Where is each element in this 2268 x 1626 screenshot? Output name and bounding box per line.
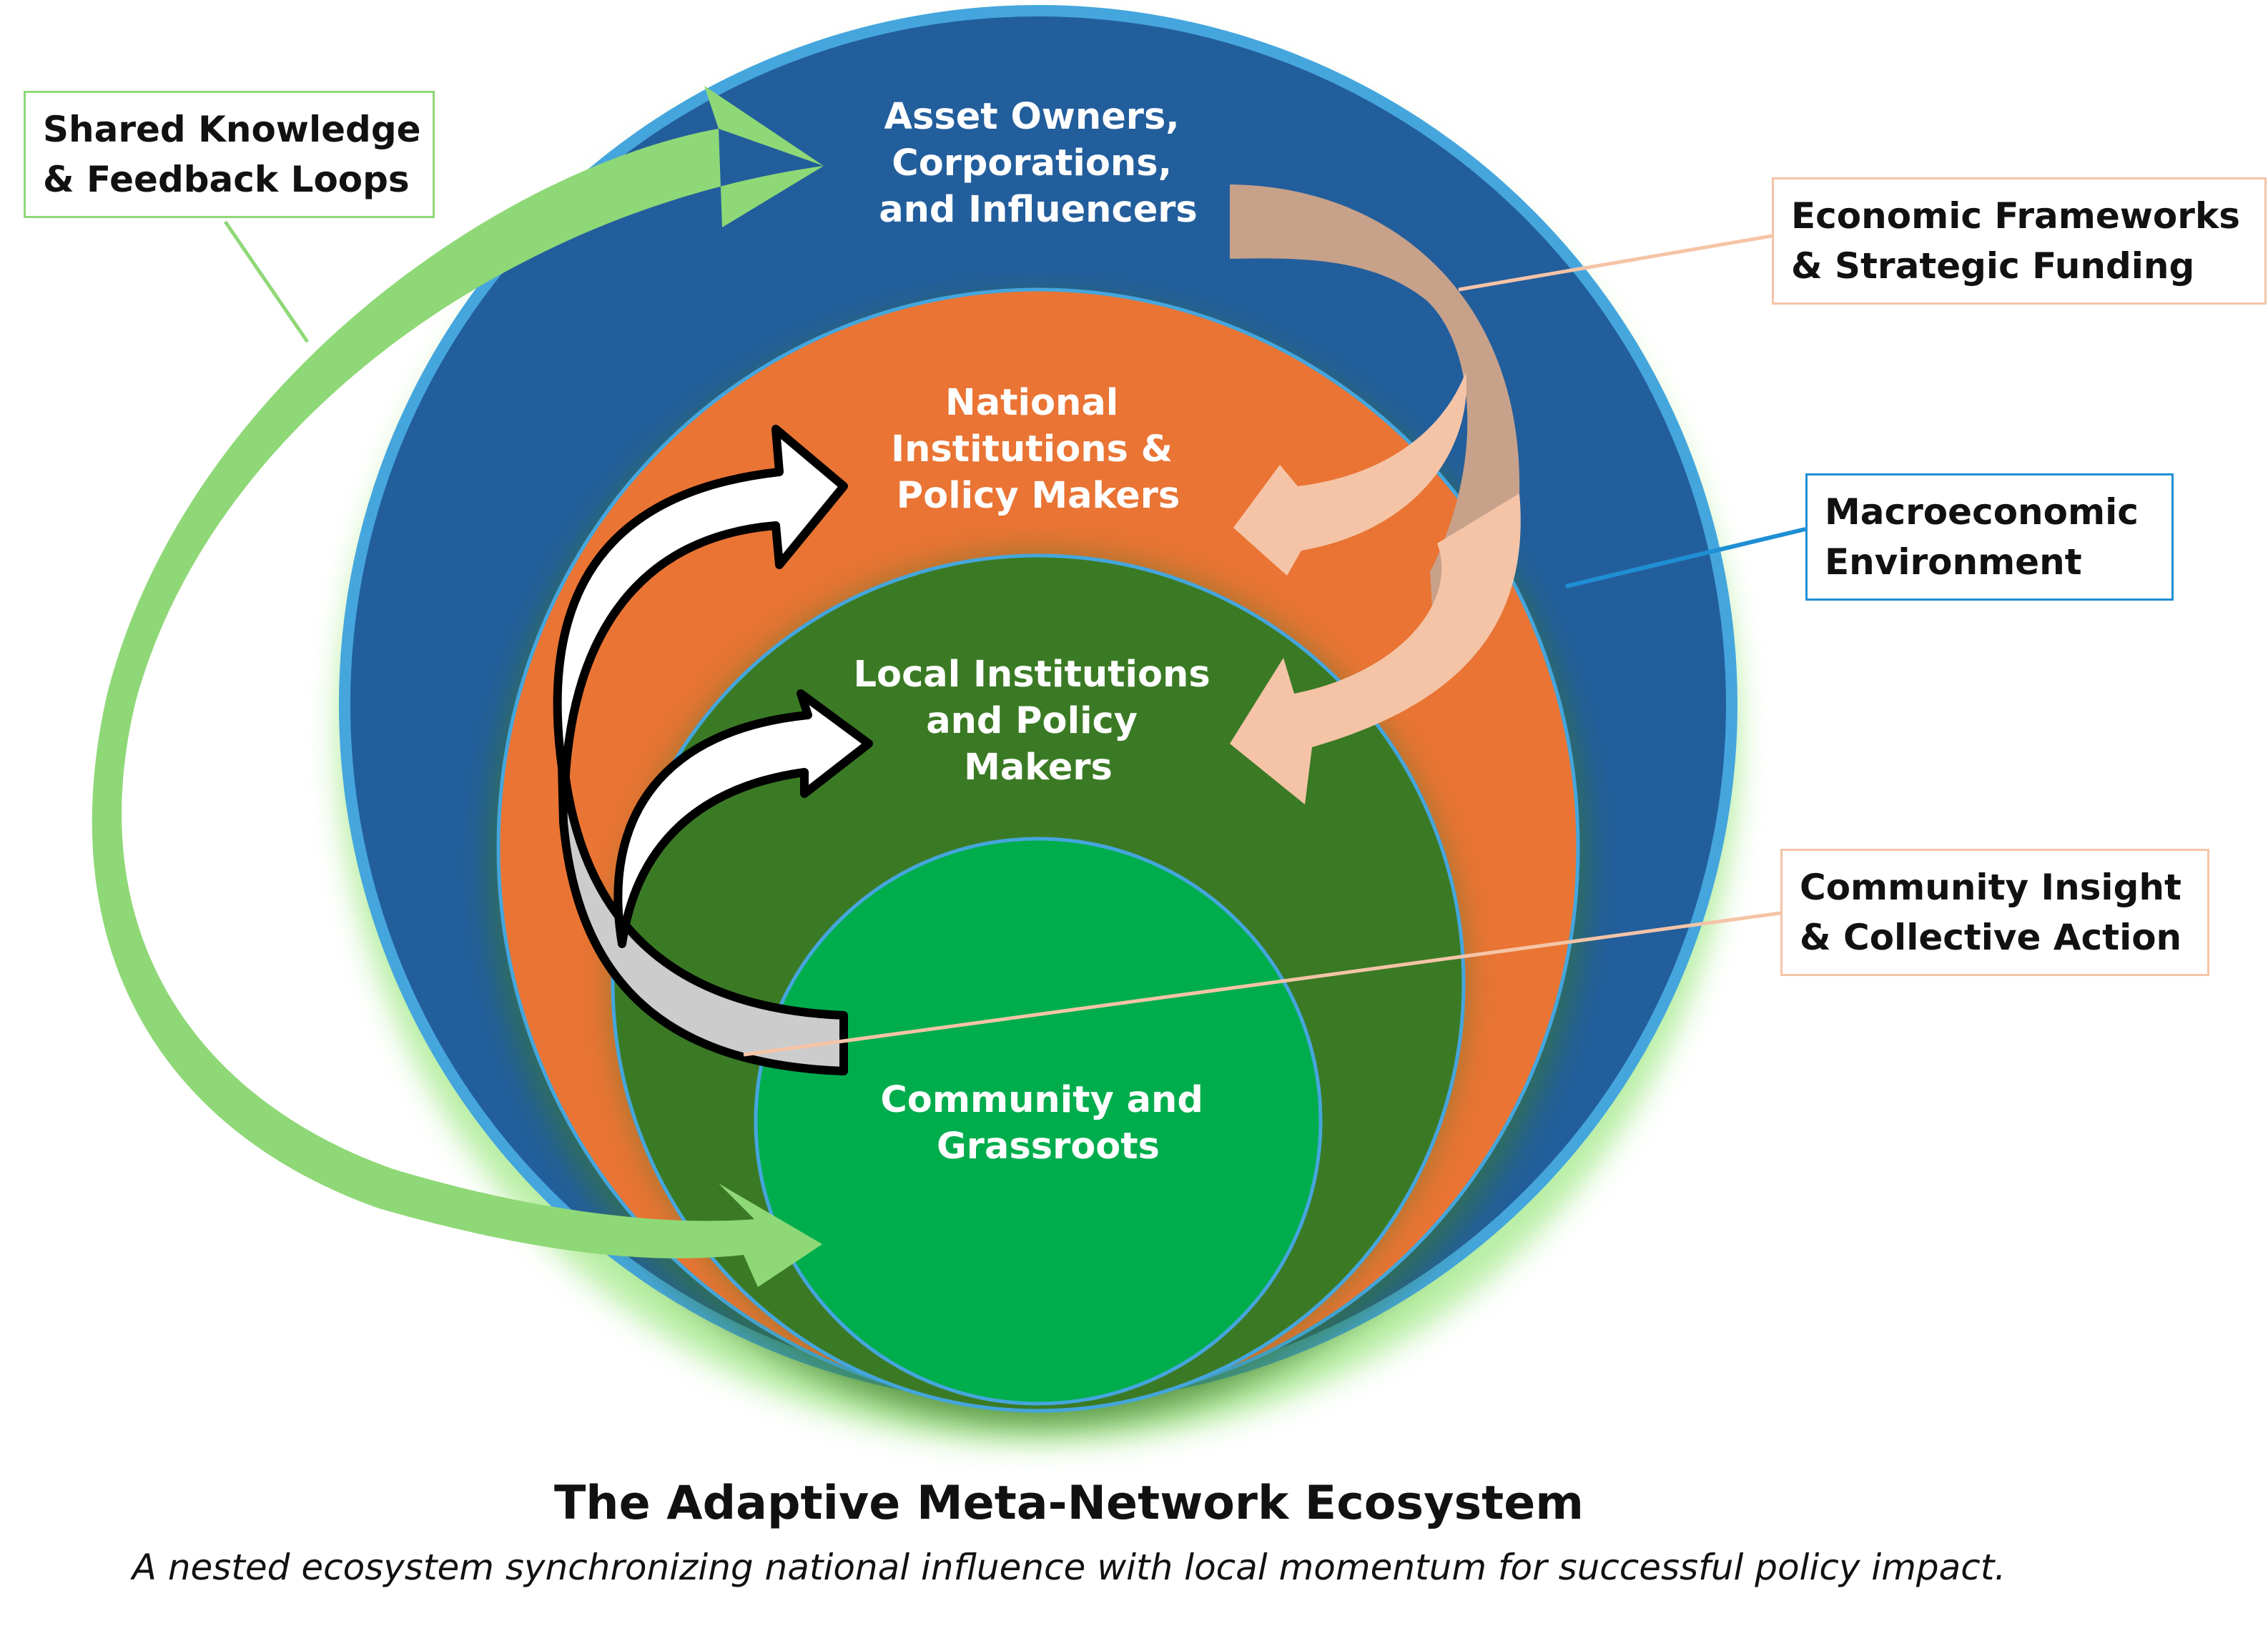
diagram-title: The Adaptive Meta-Network Ecosystem	[553, 1477, 1584, 1530]
local-line-1: Local Institutions	[854, 654, 1211, 696]
callout-macroeconomic-line-2: Environment	[1825, 541, 2082, 583]
asset-owners-line-1: Asset Owners,	[884, 96, 1180, 138]
leader-shared-knowledge	[223, 220, 310, 343]
callout-economic-frameworks-line-2: & Strategic Funding	[1791, 245, 2195, 287]
callout-shared-knowledge-line-1: Shared Knowledge	[43, 109, 421, 150]
asset-owners-line-3: and Influencers	[879, 189, 1198, 231]
diagram-subtitle: A nested ecosystem synchronizing nationa…	[132, 1547, 2006, 1588]
callout-macroeconomic-line-1: Macroeconomic	[1825, 491, 2139, 533]
national-line-3: Policy Makers	[897, 475, 1180, 517]
local-label: Local Institutions and Policy Makers	[854, 654, 1223, 789]
funding-arrow	[1230, 184, 1521, 804]
callout-macroeconomic: Macroeconomic Environment	[1805, 473, 2174, 601]
leader-community-insight	[743, 911, 1781, 1057]
national-line-1: National	[945, 382, 1118, 424]
local-line-3: Makers	[964, 747, 1113, 789]
callout-shared-knowledge: Shared Knowledge & Feedback Loops	[24, 91, 435, 218]
leader-macroeconomic	[1565, 527, 1806, 588]
asset-owners-label: Asset Owners, Corporations, and Influenc…	[879, 96, 1198, 231]
callout-shared-knowledge-line-2: & Feedback Loops	[43, 159, 410, 200]
community-insight-arrows	[553, 425, 873, 1075]
community-line-2: Grassroots	[937, 1125, 1160, 1168]
callout-community-insight-line-2: & Collective Action	[1800, 917, 2182, 958]
callout-economic-frameworks-line-1: Economic Frameworks	[1791, 195, 2240, 237]
asset-owners-line-2: Corporations,	[892, 142, 1172, 184]
ring-community	[754, 837, 1323, 1406]
national-line-2: Institutions &	[891, 428, 1173, 470]
callout-community-insight-line-1: Community Insight	[1800, 867, 2181, 908]
community-line-1: Community and	[880, 1079, 1203, 1121]
leader-economic-frameworks	[1458, 234, 1773, 292]
callout-economic-frameworks: Economic Frameworks & Strategic Funding	[1772, 177, 2267, 305]
community-label: Community and Grassroots	[880, 1079, 1216, 1168]
feedback-loop-arrow	[92, 86, 824, 1287]
callout-community-insight: Community Insight & Collective Action	[1780, 849, 2209, 976]
national-label: National Institutions & Policy Makers	[891, 382, 1185, 517]
local-line-2: and Policy	[926, 700, 1138, 742]
